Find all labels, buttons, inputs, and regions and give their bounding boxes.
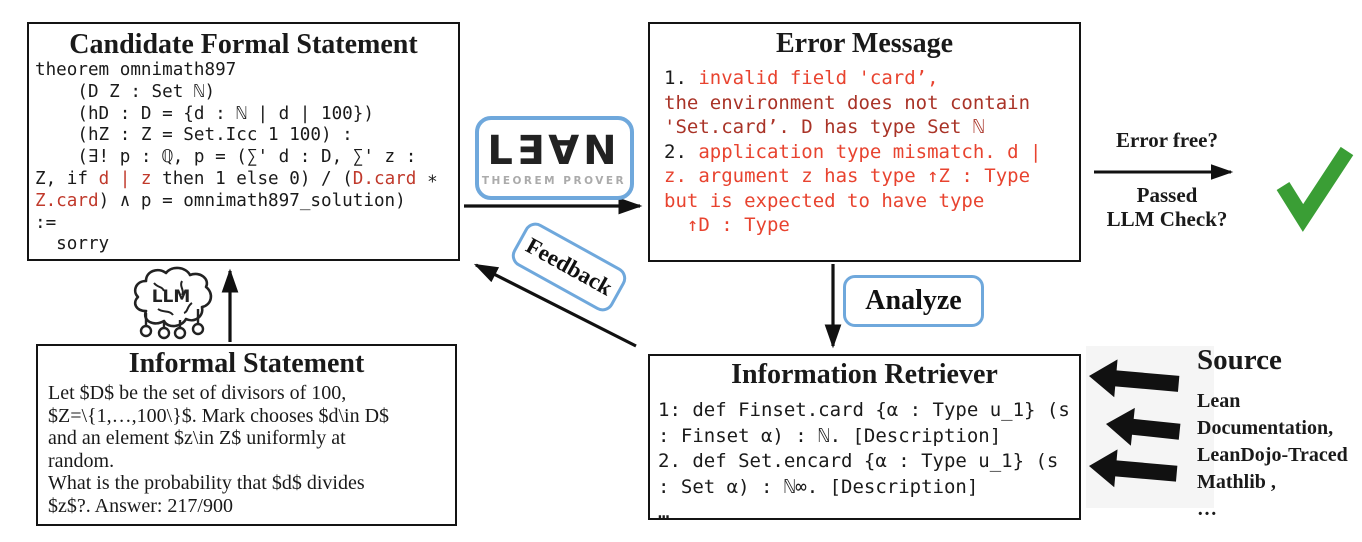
informal-text: Let $D$ be the set of divisors of 100,$Z… <box>48 382 389 517</box>
analyze-label-text: Analyze <box>865 285 962 316</box>
source-title: Source <box>1197 344 1282 376</box>
code-line: (∃! p : ℚ, p = (∑' d : D, ∑' z : <box>35 147 417 168</box>
text-line: Documentation, <box>1197 417 1334 439</box>
candidate-box-title: Candidate Formal Statement <box>69 29 418 60</box>
code-line: 1. invalid field 'card’, <box>664 67 939 89</box>
code-line: ↑D : Type <box>664 214 790 236</box>
text-line: LeanDojo-Traced <box>1197 444 1348 466</box>
code-line: := <box>35 212 57 233</box>
lean-logo-wordmark: L∃∀N THEOREM PROVER <box>482 128 626 187</box>
passed-label: Passed <box>1136 183 1198 207</box>
lean-logo-word: L∃∀N <box>487 128 620 174</box>
code-line: z. argument z has type ↑Z : Type <box>664 165 1031 187</box>
feedback-label-text: Feedback <box>521 232 617 301</box>
lean-logo-subtitle: THEOREM PROVER <box>482 175 626 187</box>
error-message-box: Error Message 1. invalid field 'card’,th… <box>648 22 1081 262</box>
code-line: (D Z : Set ℕ) <box>35 81 216 102</box>
code-line: theorem omnimath897 <box>35 60 237 80</box>
text-line: … <box>1197 498 1217 520</box>
code-line: 2. application type mismatch. d | <box>664 140 1042 163</box>
text-line: random. <box>48 449 115 472</box>
informal-statement-box: Informal Statement Let $D$ be the set of… <box>36 344 457 526</box>
code-line: 1: def Finset.card {α : Type u_1} (s <box>658 399 1070 421</box>
lean-prover-logo: L∃∀N THEOREM PROVER <box>475 116 634 200</box>
llm-icon-label: LLM <box>152 287 191 307</box>
error-free-question: Error free? <box>1115 128 1219 152</box>
error-code: 1. invalid field 'card’,the environment … <box>664 66 1042 238</box>
code-line: Z.card) ∧ p = omnimath897_solution) <box>35 190 406 211</box>
code-line: (hZ : Z = Set.Icc 1 100) : <box>35 125 353 146</box>
code-line: … <box>658 501 670 523</box>
feedback-label: Feedback <box>507 218 631 316</box>
retriever-box-title: Information Retriever <box>731 359 998 390</box>
green-checkmark-icon <box>1276 146 1354 232</box>
source-panel <box>1086 346 1214 508</box>
candidate-code: theorem omnimath897 (D Z : Set ℕ) (hD : … <box>35 60 438 256</box>
text-line: $z$?. Answer: 217/900 <box>48 494 233 517</box>
error-box-title: Error Message <box>775 28 954 59</box>
text-line: and an element $z\in Z$ uniformly at <box>48 427 346 449</box>
code-line: : Set α) : ℕ∞. [Description] <box>658 475 979 498</box>
text-line: What is the probability that $d$ divides <box>48 472 365 494</box>
text-line: $Z=\{1,…,100\}$. Mark chooses $d\in D$ <box>48 404 390 427</box>
code-line: 'Set.card’. D has type Set ℕ <box>664 116 985 138</box>
analyze-label: Analyze <box>843 275 984 327</box>
code-line: but is expected to have type <box>664 189 985 212</box>
text-line: Lean <box>1197 390 1241 412</box>
code-line: the environment does not contain <box>664 91 1031 114</box>
code-line: (hD : D = {d : ℕ | d | 100}) <box>35 103 374 124</box>
code-line: sorry <box>35 234 110 255</box>
code-line: Z, if d | z then 1 else 0) / (D.card ∗ <box>35 168 438 189</box>
informal-box-title: Informal Statement <box>128 348 365 379</box>
llm-brain-icon: LLM <box>133 266 213 340</box>
llm-check-question: LLM Check? <box>1106 207 1228 231</box>
code-line: : Finset α) : ℕ. [Description] <box>658 424 1002 447</box>
code-line: 2. def Set.encard {α : Type u_1} (s <box>658 450 1059 472</box>
text-line: Let $D$ be the set of divisors of 100, <box>48 382 347 404</box>
candidate-formal-statement-box: Candidate Formal Statement theorem omnim… <box>27 22 460 261</box>
information-retriever-box: Information Retriever 1: def Finset.card… <box>648 354 1081 523</box>
retriever-code: 1: def Finset.card {α : Type u_1} (s : Fi… <box>658 398 1070 526</box>
text-line: Mathlib , <box>1197 471 1276 493</box>
